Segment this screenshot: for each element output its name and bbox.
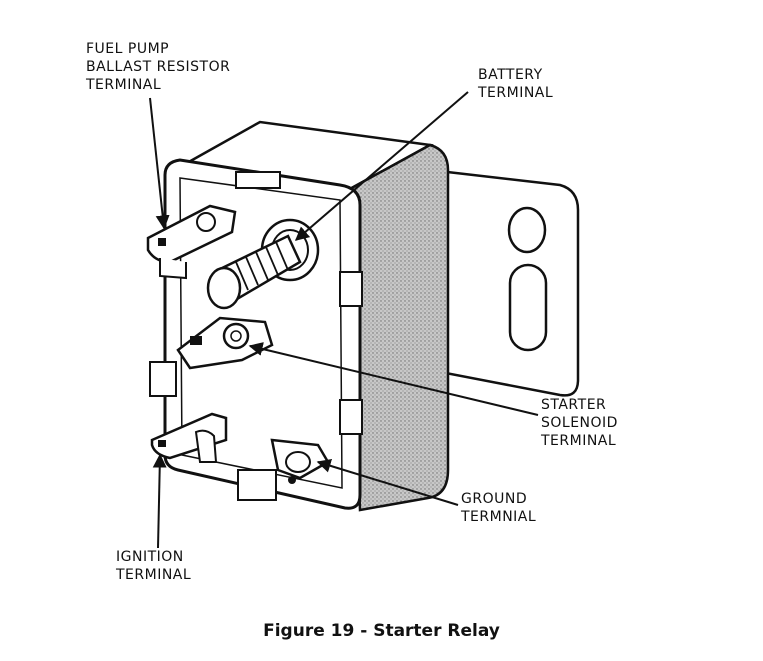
- fuel-pump-terminal: [146, 204, 237, 280]
- label-starter: STARTER SOLENOID TERMINAL: [541, 397, 618, 449]
- starter-leader: [248, 342, 539, 416]
- starter-solenoid-terminal: [176, 316, 274, 370]
- ground-leader: [316, 459, 459, 506]
- relay-side-face: [346, 143, 450, 512]
- ignition-leader: [152, 453, 167, 549]
- label-fuel-pump: FUEL PUMP BALLAST RESISTOR TERMINAL: [86, 41, 231, 93]
- battery-terminal: [206, 218, 320, 310]
- battery-leader: [294, 91, 469, 241]
- label-ground: GROUND TERMNIAL: [461, 491, 537, 525]
- ignition-terminal: [150, 412, 228, 463]
- housing-tabs: [149, 171, 363, 501]
- figure-caption: Figure 19 - Starter Relay: [263, 621, 500, 641]
- ground-terminal: [270, 438, 330, 484]
- label-ignition: IGNITION TERMINAL: [116, 549, 192, 583]
- label-battery: BATTERY TERMINAL: [478, 67, 554, 101]
- mounting-bracket: [428, 168, 580, 397]
- fuel-pump-leader: [149, 97, 170, 230]
- leader-lines: [149, 91, 539, 549]
